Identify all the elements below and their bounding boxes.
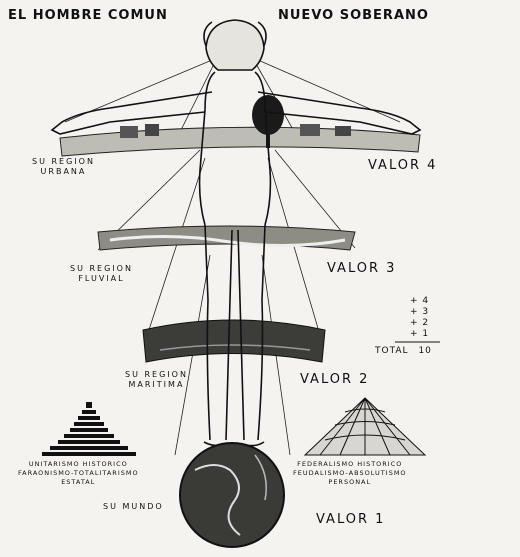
federalism-pyramid	[305, 398, 425, 455]
region-label-maritima: SU REGION MARITIMA	[125, 370, 188, 390]
globe	[180, 443, 284, 547]
caption-right-line3: PERSONAL	[293, 478, 407, 487]
region-fluvial-line2: FLUVIAL	[70, 274, 133, 284]
title-left: EL HOMBRE COMUN	[8, 8, 168, 23]
sum-total: TOTAL 10	[375, 346, 432, 356]
sum-total-label: TOTAL	[375, 346, 409, 356]
caption-left-line3: ESTATAL	[18, 478, 139, 487]
caption-left-line1: UNITARISMO HISTORICO	[18, 460, 139, 469]
sum-line-1: + 1	[410, 329, 429, 340]
title-right: NUEVO SOBERANO	[278, 8, 429, 23]
unitarism-pyramid	[42, 402, 136, 456]
sum-line-3: + 3	[410, 307, 429, 318]
valor-4-label: VALOR 4	[368, 158, 437, 173]
region-urbana-line2: URBANA	[32, 167, 95, 177]
region-label-mundo: SU MUNDO	[103, 502, 164, 512]
maritime-region-strip	[143, 320, 325, 362]
valor-3-label: VALOR 3	[327, 261, 396, 276]
region-maritima-line2: MARITIMA	[125, 380, 188, 390]
fluvial-region-strip	[98, 226, 355, 250]
caption-right: FEDERALISMO HISTORICO FEUDALISMO-ABSOLUT…	[293, 460, 407, 487]
sum-total-value: 10	[418, 346, 431, 356]
valor-2-label: VALOR 2	[300, 372, 369, 387]
caption-right-line1: FEDERALISMO HISTORICO	[293, 460, 407, 469]
caption-right-line2: FEUDALISMO-ABSOLUTISMO	[293, 469, 407, 478]
urban-region-strip	[60, 95, 420, 156]
caption-left-line2: FARAONISMO-TOTALITARISMO	[18, 469, 139, 478]
region-urbana-line1: SU REGION	[32, 157, 95, 167]
region-label-urbana: SU REGION URBANA	[32, 157, 95, 177]
sum-line-4: + 4	[410, 296, 429, 307]
projection-lines	[65, 60, 400, 455]
region-label-fluvial: SU REGION FLUVIAL	[70, 264, 133, 284]
sum-block: + 4 + 3 + 2 + 1	[410, 296, 429, 340]
region-maritima-line1: SU REGION	[125, 370, 188, 380]
sum-line-2: + 2	[410, 318, 429, 329]
region-fluvial-line1: SU REGION	[70, 264, 133, 274]
valor-1-label: VALOR 1	[316, 512, 385, 527]
caption-left: UNITARISMO HISTORICO FARAONISMO-TOTALITA…	[18, 460, 139, 487]
